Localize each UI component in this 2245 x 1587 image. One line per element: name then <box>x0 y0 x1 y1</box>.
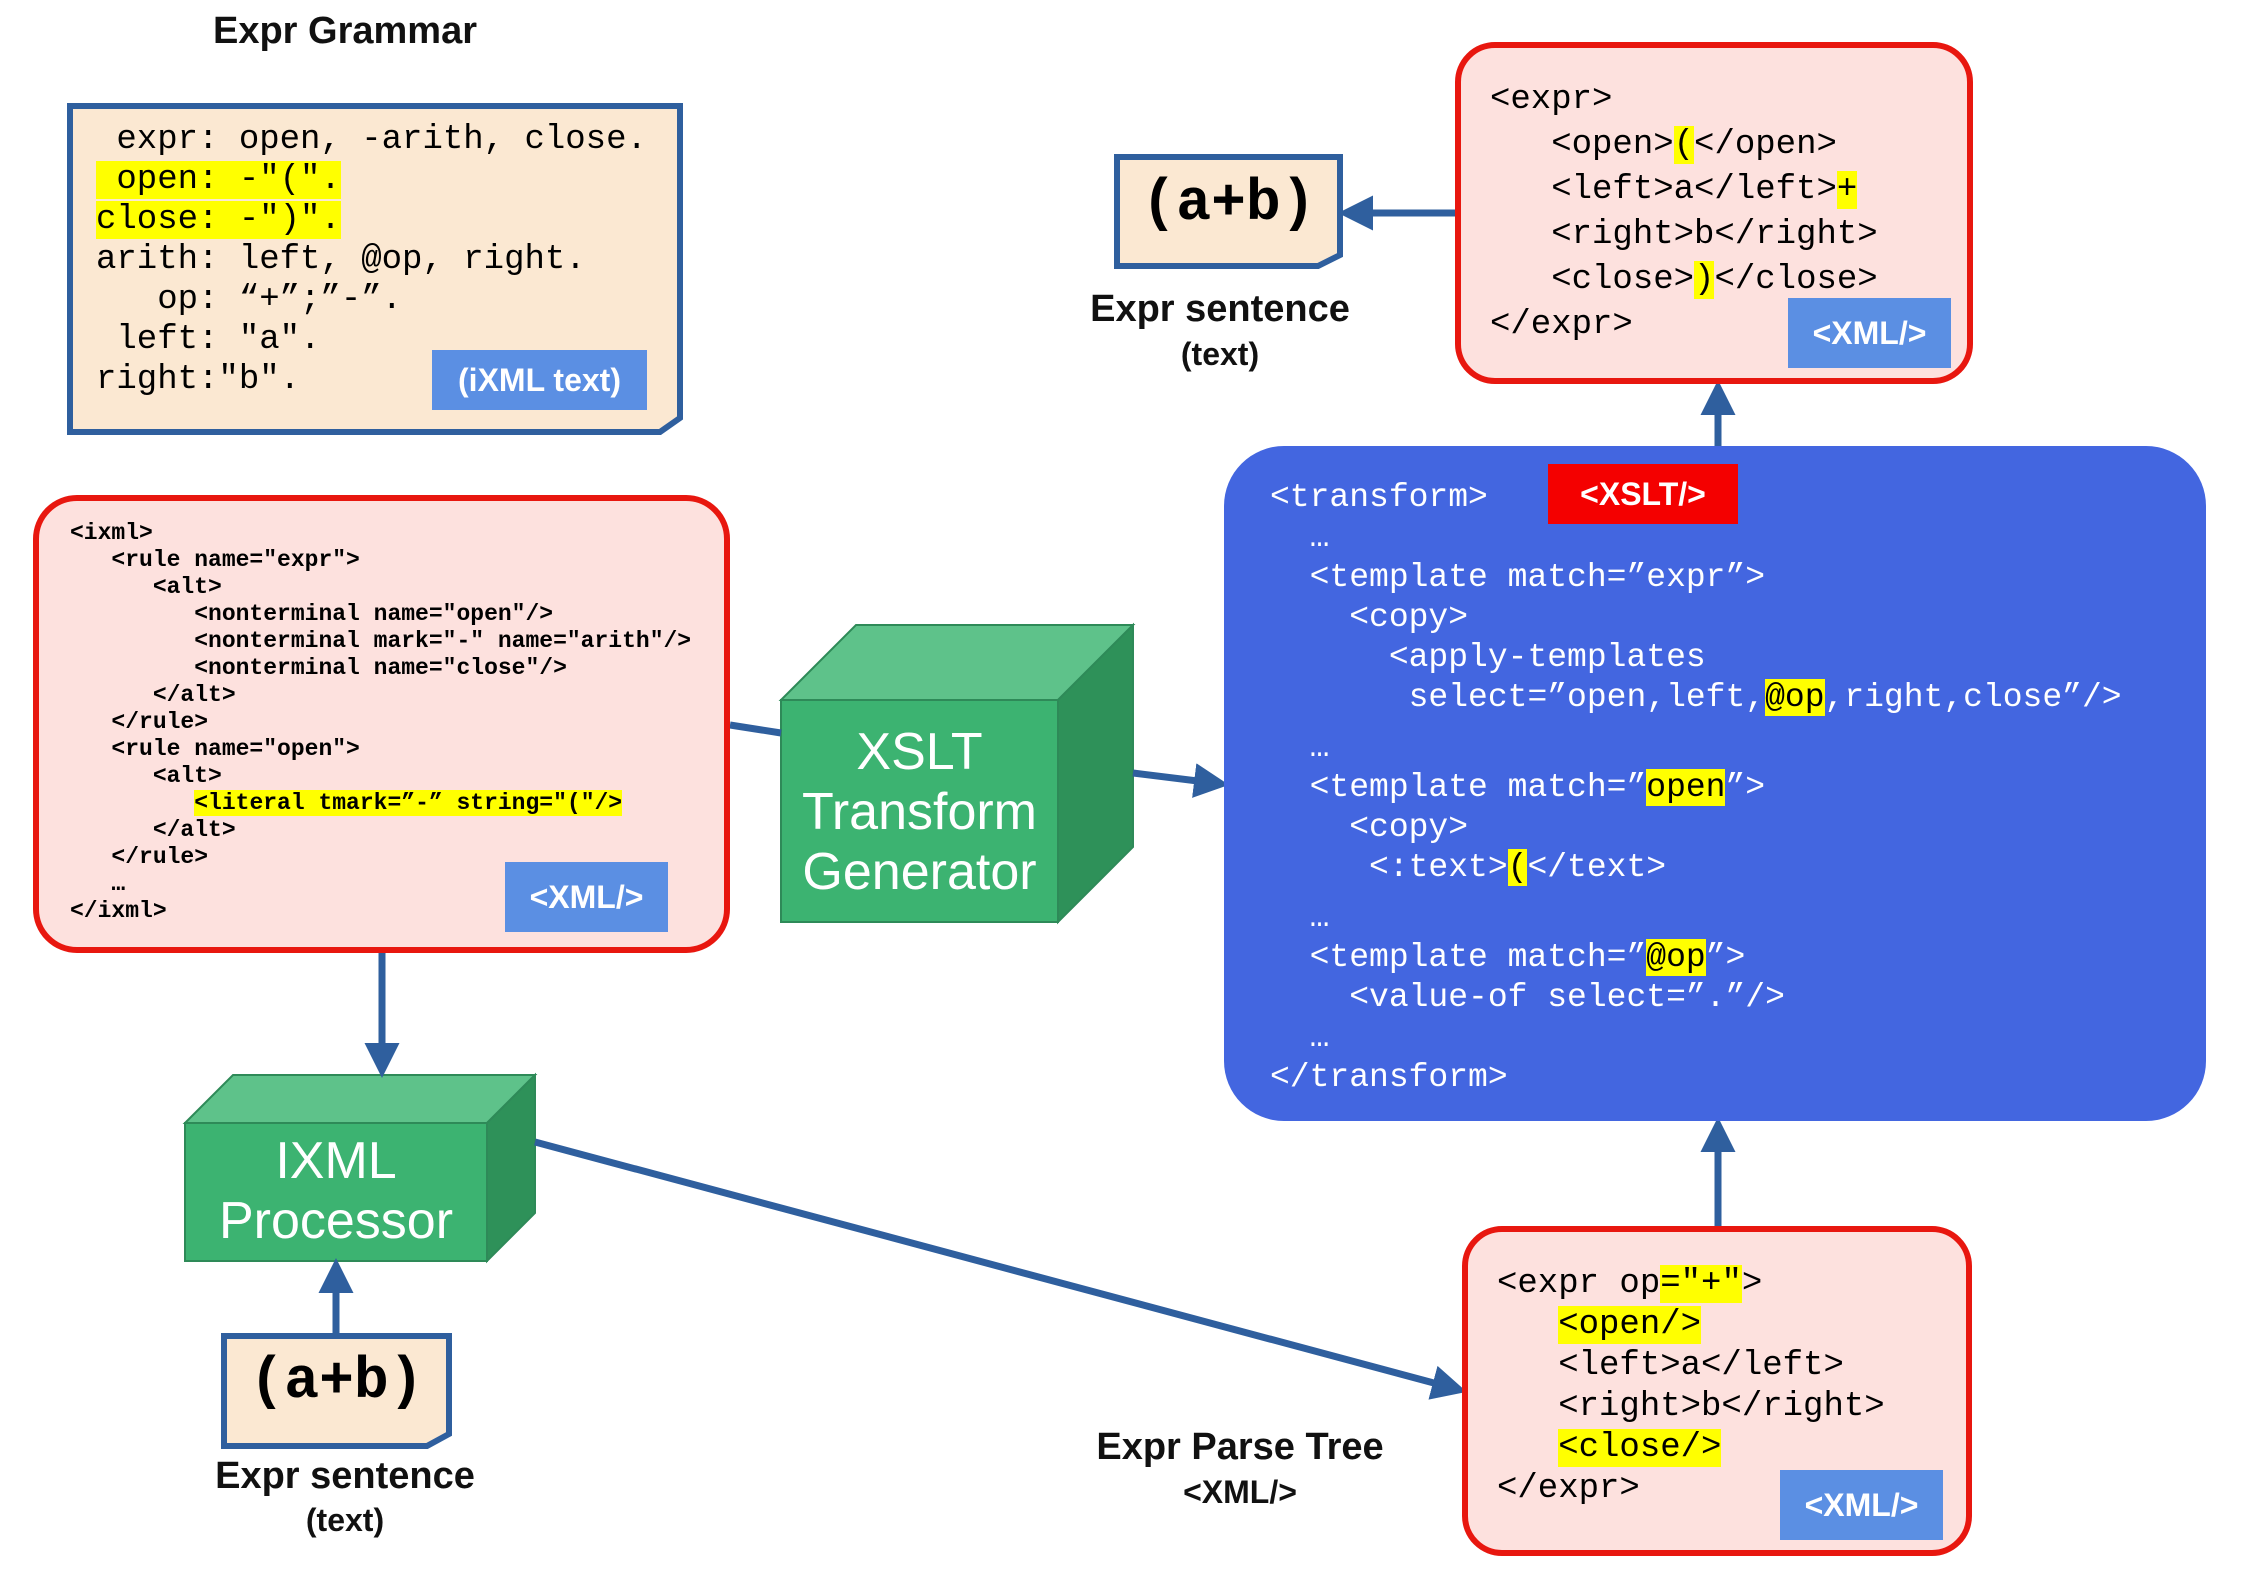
grammar-line: arith: left, @op, right. <box>96 241 586 279</box>
parse-tree-code: <expr op="+"> <open/> <left>a</left> <ri… <box>1497 1264 1885 1510</box>
grammar-line: right:"b". <box>96 361 301 399</box>
output-xml-line: </expr> <box>1490 306 1633 344</box>
input-sentence-document-shape <box>221 1333 452 1449</box>
grammar-line-highlighted: close: -")". <box>96 201 341 239</box>
xslt-line: … <box>1270 519 1330 556</box>
output-sentence-document-shape <box>1114 154 1343 269</box>
output-sentence-subtitle: (text) <box>1180 336 1260 372</box>
arrow-generator-to-xslt <box>1132 763 1229 798</box>
generator-label-line: Transform <box>802 783 1037 841</box>
xslt-line: <transform> <box>1270 479 1488 516</box>
ixml-line: <alt> <box>70 763 222 789</box>
xslt-line: <template match=”expr”> <box>1270 559 1766 596</box>
output-xml-line: <close>)</close> <box>1490 261 1878 299</box>
xslt-line: <value-of select=”.”/> <box>1270 979 1785 1016</box>
output-sentence-text: (a+b) <box>1141 172 1316 237</box>
parse-tree-subtitle: <XML/> <box>1183 1474 1297 1510</box>
input-sentence-title: Expr sentence <box>215 1455 475 1497</box>
ixml-line: <alt> <box>70 574 222 600</box>
ixml-line: … <box>70 871 126 897</box>
xslt-generator-label: XSLT Transform Generator <box>781 722 1058 902</box>
xslt-line: <:text>(</text> <box>1270 849 1667 886</box>
output-xml-line: <left>a</left>+ <box>1490 171 1858 209</box>
output-xml-code: <expr> <open>(</open> <left>a</left>+ <r… <box>1490 78 1878 348</box>
parse-tree-line: <right>b</right> <box>1497 1388 1885 1426</box>
xslt-line: select=”open,left,@op,right,close”/> <box>1270 679 2122 716</box>
ixml-line: <rule name="open"> <box>70 736 360 762</box>
ixml-processor-label: IXML Processor <box>185 1131 487 1251</box>
xslt-line: <copy> <box>1270 599 1469 636</box>
ixml-line: <nonterminal name="close"/> <box>70 655 567 681</box>
xslt-line: … <box>1270 899 1330 936</box>
ixml-processor-cube <box>182 1072 538 1264</box>
ixml-xml-tag: <XML/> <box>505 862 668 932</box>
input-sentence-text: (a+b) <box>249 1350 424 1415</box>
ixml-line: </ixml> <box>70 898 167 924</box>
grammar-code: expr: open, -arith, close. open: -"(". c… <box>96 120 647 400</box>
ixml-line: </alt> <box>70 817 236 843</box>
xslt-line: <template match=”@op”> <box>1270 939 1746 976</box>
ixml-line: <nonterminal mark="-" name="arith"/> <box>70 628 692 654</box>
processor-label-line: Processor <box>218 1192 454 1250</box>
generator-label-line: Generator <box>802 843 1037 901</box>
ixml-line: <ixml> <box>70 520 153 546</box>
output-xml-line: <expr> <box>1490 81 1613 119</box>
xslt-line: </transform> <box>1270 1059 1508 1096</box>
arrow-processor-to-parse-tree <box>534 1138 1467 1400</box>
xslt-tag: <XSLT/> <box>1548 464 1738 524</box>
input-sentence-subtitle: (text) <box>305 1502 385 1538</box>
output-xml-line: <right>b</right> <box>1490 216 1878 254</box>
grammar-line: op: “+”;”-”. <box>96 281 403 319</box>
xslt-line: <apply-templates <box>1270 639 1706 676</box>
parse-tree-xml-tag: <XML/> <box>1780 1470 1943 1540</box>
xslt-generator-cube <box>778 622 1136 925</box>
xslt-line: … <box>1270 1019 1330 1056</box>
xslt-line: … <box>1270 729 1330 766</box>
ixml-line: <nonterminal name="open"/> <box>70 601 554 627</box>
ixml-line: </alt> <box>70 682 236 708</box>
grammar-line: expr: open, -arith, close. <box>96 121 647 159</box>
grammar-line-highlighted: open: -"(". <box>96 161 341 199</box>
ixml-line-highlighted: <literal tmark=”-” string="("/> <box>194 790 623 816</box>
grammar-line: left: "a". <box>96 321 321 359</box>
parse-tree-title: Expr Parse Tree <box>1096 1426 1384 1468</box>
output-xml-line: <open>(</open> <box>1490 126 1837 164</box>
ixml-line: <rule name="expr"> <box>70 547 360 573</box>
xslt-line: <template match=”open”> <box>1270 769 1766 806</box>
connector-ixml-to-generator <box>729 721 782 737</box>
parse-tree-line: <close/> <box>1558 1429 1722 1467</box>
output-xml-tag: <XML/> <box>1788 298 1951 368</box>
ixml-line: </rule> <box>70 844 209 870</box>
parse-tree-line: <left>a</left> <box>1497 1347 1844 1385</box>
xslt-code: <transform> … <template match=”expr”> <c… <box>1270 478 2122 1098</box>
parse-tree-line: <open/> <box>1558 1306 1702 1344</box>
grammar-heading: Expr Grammar <box>212 10 477 52</box>
grammar-ixml-text-tag: (iXML text) <box>432 350 647 410</box>
ixml-line: </rule> <box>70 709 209 735</box>
processor-label-line: IXML <box>275 1132 397 1190</box>
parse-tree-line: </expr> <box>1497 1470 1640 1508</box>
parse-tree-line: <expr op="+"> <box>1497 1265 1763 1303</box>
generator-label-line: XSLT <box>856 723 983 781</box>
ixml-xml-code: <ixml> <rule name="expr"> <alt> <nonterm… <box>70 520 691 925</box>
output-sentence-title: Expr sentence <box>1090 288 1350 330</box>
xslt-line: <copy> <box>1270 809 1469 846</box>
